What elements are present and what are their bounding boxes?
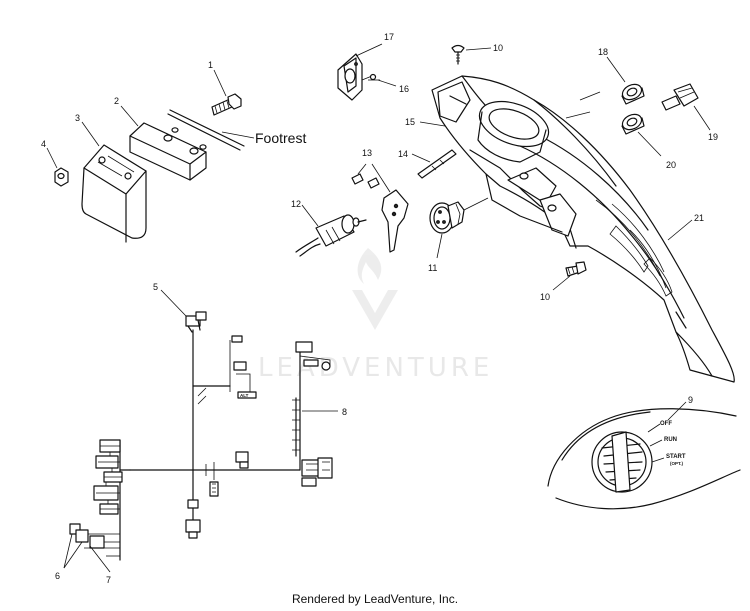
- callout-10-top: 10: [493, 43, 503, 53]
- grommet-part-18: [621, 83, 645, 105]
- strap-part-14: [417, 149, 457, 179]
- callout-13: 13: [362, 148, 372, 158]
- callout-7: 7: [106, 575, 111, 585]
- watermark-logo: LEADVENTURE: [258, 248, 493, 383]
- screw-part-10-top: [451, 44, 465, 65]
- bracket-part-17: [337, 53, 380, 101]
- footrest-assembly: [54, 93, 255, 243]
- callout-9: 9: [688, 395, 693, 405]
- callout-15: 15: [405, 117, 415, 127]
- connector-part-12: [295, 214, 367, 257]
- wiring-harness-part-8: ALT: [69, 311, 333, 561]
- footrest-label: Footrest: [255, 130, 306, 146]
- footrest-pad-part-3: [81, 144, 147, 239]
- svg-text:ALT: ALT: [240, 393, 249, 398]
- bolt-part-1: [211, 93, 242, 116]
- callout-20: 20: [666, 160, 676, 170]
- callout-2: 2: [114, 96, 119, 106]
- callout-18: 18: [598, 47, 608, 57]
- callout-17: 17: [384, 32, 394, 42]
- callout-14: 14: [398, 149, 408, 159]
- switch-position-off: OFF: [660, 421, 672, 427]
- console-cover-part-21: [431, 75, 735, 383]
- callout-3: 3: [75, 113, 80, 123]
- callout-16: 16: [399, 84, 409, 94]
- callout-5: 5: [153, 282, 158, 292]
- screw-part-10-bottom: [565, 261, 587, 277]
- callout-21: 21: [694, 213, 704, 223]
- ignition-switch-part-11: [429, 197, 489, 234]
- key-part-19: [661, 83, 699, 111]
- switch-position-start: START: [666, 454, 686, 460]
- switch-position-run: RUN: [664, 437, 677, 443]
- grommet-part-20: [621, 113, 645, 135]
- footrest-callouts: 1 2 3 4 Footrest: [41, 60, 306, 169]
- callout-6: 6: [55, 571, 60, 581]
- switch-position-start-sub: (OPT.): [670, 461, 684, 466]
- pins-part-13: [351, 173, 409, 253]
- callout-1: 1: [208, 60, 213, 70]
- spacer-block-part-2: [129, 122, 207, 181]
- callout-12: 12: [291, 199, 301, 209]
- callout-4: 4: [41, 139, 46, 149]
- ignition-switch-inset: OFF RUN START (OPT.): [547, 408, 741, 510]
- callout-11: 11: [428, 263, 437, 273]
- footer-credit: Rendered by LeadVenture, Inc.: [291, 592, 459, 606]
- nut-part-4: [54, 167, 69, 187]
- callout-10-bottom: 10: [540, 292, 550, 302]
- callout-8: 8: [342, 407, 347, 417]
- callout-19: 19: [708, 132, 718, 142]
- watermark-text: LEADVENTURE: [258, 353, 493, 383]
